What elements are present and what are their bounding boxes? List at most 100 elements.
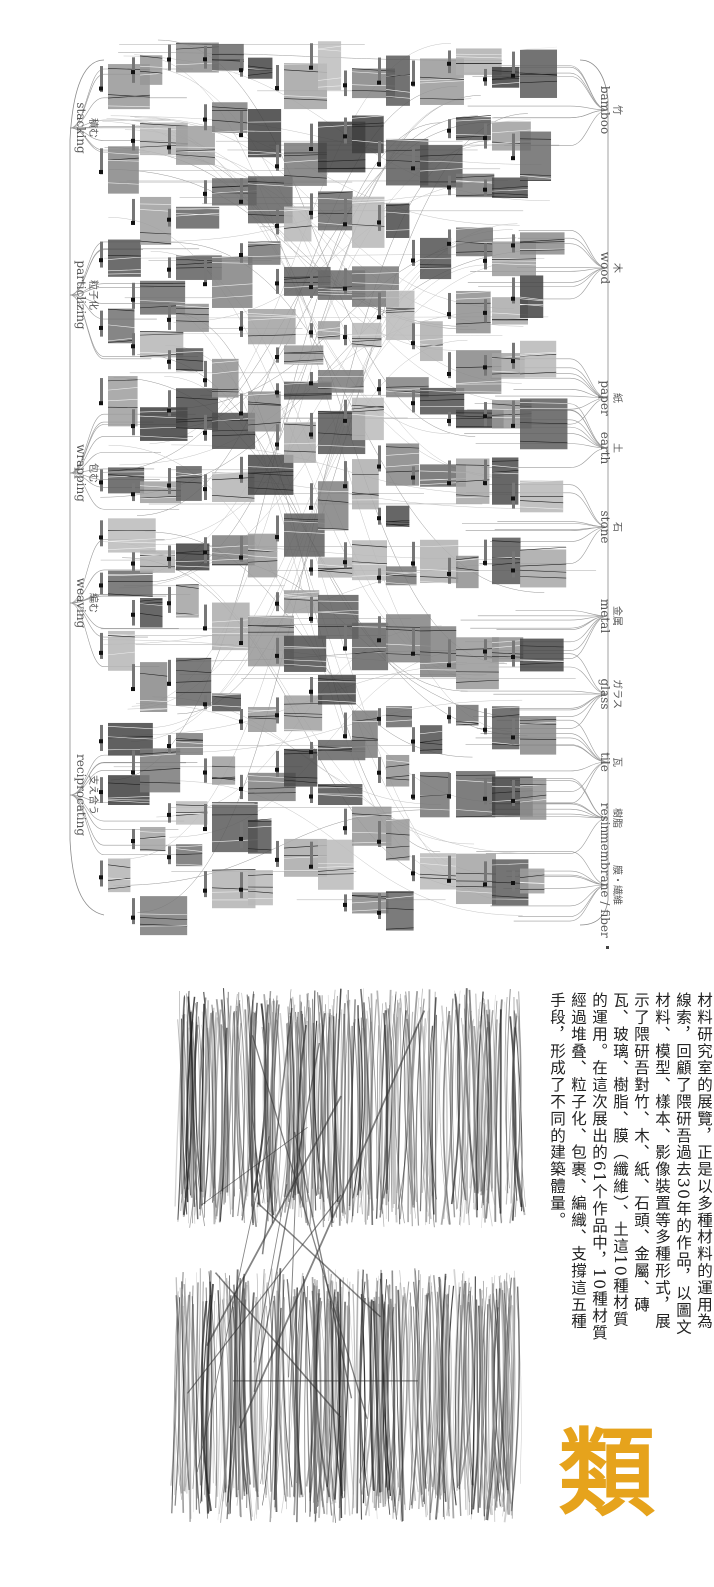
project-thumbnail xyxy=(167,801,208,825)
project-thumbnail xyxy=(167,42,219,73)
sketch-stroke xyxy=(316,1012,326,1212)
project-thumbnail xyxy=(343,892,389,914)
connection-line xyxy=(69,472,165,488)
project-thumbnail xyxy=(131,597,163,628)
project-thumbnail xyxy=(131,896,188,936)
method-weaving-kanji: 編む xyxy=(87,593,100,613)
sketch-stroke xyxy=(221,1299,230,1494)
sketch-stroke xyxy=(356,1297,366,1514)
project-thumbnail xyxy=(483,637,524,662)
sketch-stroke xyxy=(238,1301,248,1508)
project-thumbnails xyxy=(99,41,568,936)
sketch-stroke xyxy=(436,1292,441,1513)
sketch-stroke xyxy=(252,997,256,1204)
sketch-stroke xyxy=(334,1279,342,1500)
connection-line xyxy=(69,794,192,856)
sketch-stroke xyxy=(377,1303,386,1507)
sketch-stroke xyxy=(295,1011,308,1224)
material-glass-label: glass xyxy=(598,679,612,710)
sketch-stroke xyxy=(460,1273,470,1503)
sketch-stroke xyxy=(504,1001,513,1202)
sketch-stroke xyxy=(253,1042,320,1393)
sketch-stroke xyxy=(468,1294,473,1508)
sketch-stroke xyxy=(217,1290,227,1493)
sketch-stroke xyxy=(335,1306,343,1495)
sketch-stroke xyxy=(270,1008,280,1213)
project-thumbnail xyxy=(167,348,204,374)
material-bamboo: 竹 bamboo xyxy=(598,86,624,134)
connection-line xyxy=(69,539,165,604)
sketch-stroke xyxy=(236,1000,240,1190)
sketch-stroke xyxy=(207,1007,217,1207)
project-thumbnail xyxy=(411,539,459,584)
method-reciprocating-label: reciprocating xyxy=(74,754,88,836)
connection-line xyxy=(506,870,609,886)
sketch-stroke xyxy=(368,996,378,1199)
sketch-stroke xyxy=(514,991,521,1218)
sketch-stroke xyxy=(202,1281,209,1519)
project-thumbnail xyxy=(275,421,316,463)
material-bamboo-label: bamboo xyxy=(598,86,612,134)
sketch-stroke xyxy=(480,1287,488,1521)
project-thumbnail xyxy=(343,322,382,348)
connection-line xyxy=(460,615,609,621)
sketch-stroke xyxy=(504,996,510,1189)
project-thumbnail xyxy=(343,710,378,758)
sketch-stroke xyxy=(452,1009,457,1210)
sketch-stroke xyxy=(392,1002,400,1205)
project-thumbnail xyxy=(239,391,281,432)
connection-line xyxy=(470,267,609,272)
sketch-stroke xyxy=(428,1025,437,1200)
connection-line xyxy=(491,109,609,119)
sketch-stroke xyxy=(506,989,511,1194)
project-thumbnail xyxy=(99,467,145,494)
sketch-stroke xyxy=(394,999,405,1224)
sketch-stroke xyxy=(277,1284,287,1502)
sketch-stroke xyxy=(319,1022,324,1210)
connection-line xyxy=(69,468,155,474)
sketch-stroke xyxy=(232,1306,235,1489)
sketch-stroke xyxy=(252,1295,259,1519)
sketch-stroke xyxy=(479,1027,485,1228)
method-wrapping-label: wrapping xyxy=(74,444,88,502)
sketch-stroke xyxy=(461,1017,469,1214)
material-resin: 樹脂 resin xyxy=(598,803,624,834)
sketch-stroke xyxy=(315,1297,331,1498)
connection-line xyxy=(69,421,154,474)
project-thumbnail xyxy=(131,196,172,245)
sketch-stroke xyxy=(208,1281,213,1494)
project-thumbnail xyxy=(377,818,410,861)
sketch-stroke xyxy=(408,1306,417,1501)
connection-line xyxy=(486,615,609,659)
sketch-stroke xyxy=(385,1002,391,1202)
sketch-stroke xyxy=(507,1277,516,1494)
connection-line xyxy=(479,526,609,564)
sketch-stroke xyxy=(348,1000,357,1198)
sketch-stroke xyxy=(406,1014,417,1219)
project-thumbnail xyxy=(411,725,443,754)
sketch-stroke xyxy=(308,1000,314,1227)
project-thumbnail xyxy=(99,239,141,277)
sketch-stroke xyxy=(480,1027,489,1192)
sketch-stroke xyxy=(475,1299,479,1513)
sketch-stroke xyxy=(306,1007,313,1203)
sketch-stroke xyxy=(338,1003,346,1226)
sketch-stroke xyxy=(456,1305,462,1491)
sketch-stroke xyxy=(457,994,466,1209)
connection-line xyxy=(496,719,609,763)
material-resin-kanji: 樹脂 xyxy=(611,808,624,828)
sketch-stroke xyxy=(247,993,258,1227)
project-thumbnail xyxy=(511,398,568,450)
sketch-stroke xyxy=(471,1276,476,1515)
connection-line xyxy=(69,287,154,296)
method-labels: 積む stacking 粒子化 particlizing 包む wrapping… xyxy=(74,102,100,836)
sketch-stroke xyxy=(483,1010,494,1223)
sketch-stroke xyxy=(465,1283,471,1515)
sketch-stroke xyxy=(398,1293,408,1502)
sketch-stroke xyxy=(476,991,484,1211)
method-particlizing-label: particlizing xyxy=(74,260,88,330)
sketch-stroke xyxy=(426,1294,431,1521)
sketch-stroke xyxy=(427,1022,439,1217)
separator-dot xyxy=(606,946,609,949)
connection-line xyxy=(496,761,609,772)
